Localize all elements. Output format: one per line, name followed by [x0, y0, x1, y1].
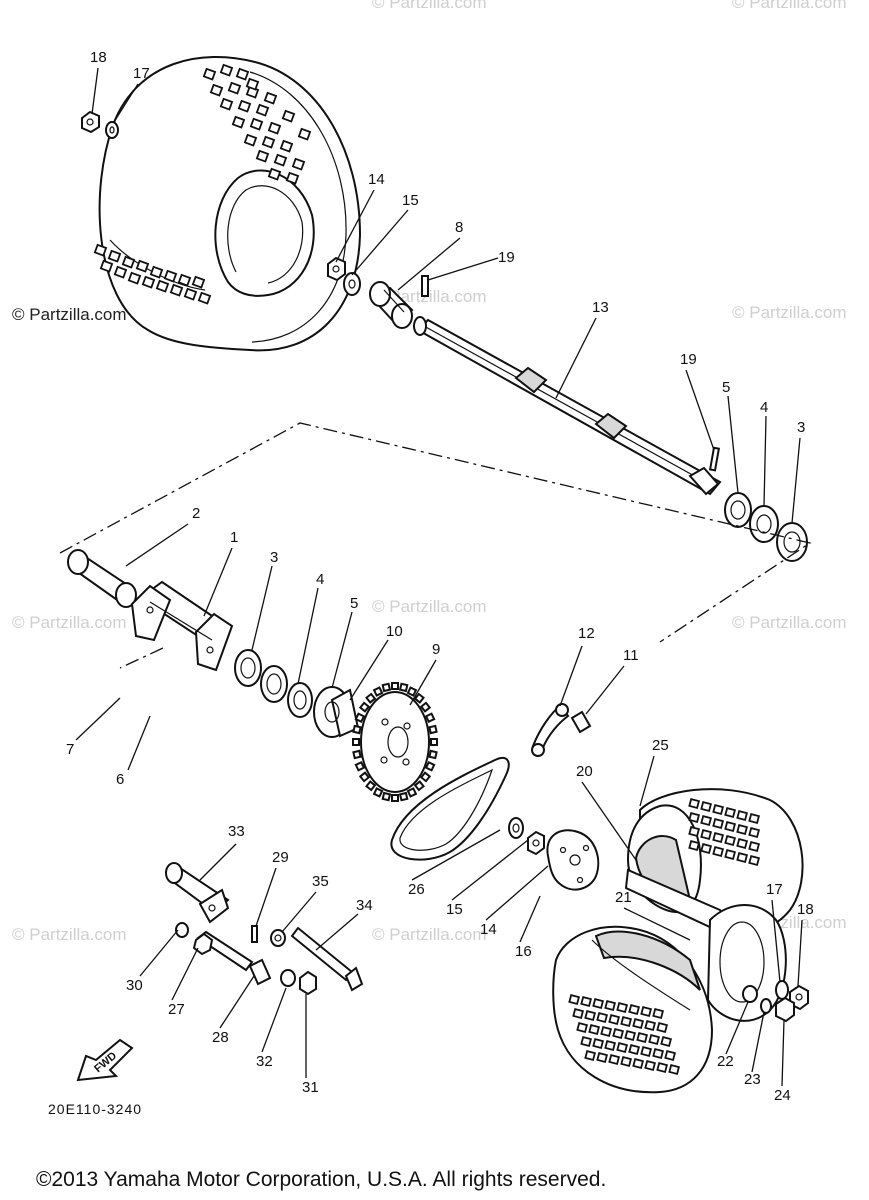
tread-pattern: [93, 63, 312, 305]
nut-15-lower: [508, 817, 524, 839]
callout-label: 17: [766, 881, 783, 898]
washer-17-top: [105, 121, 119, 139]
callout-label: 2: [192, 505, 200, 522]
pin-19-right: [708, 446, 721, 472]
copyright-notice: ©2013 Yamaha Motor Corporation, U.S.A. A…: [36, 1168, 606, 1191]
washer-32: [280, 969, 296, 987]
callout-label: 1: [230, 529, 238, 546]
nut-14-top: [327, 256, 346, 282]
callout-label: 24: [774, 1087, 791, 1104]
callout-label: 13: [592, 299, 609, 316]
callout-label: 31: [302, 1079, 319, 1096]
callout-label: 14: [368, 171, 385, 188]
callout-label: 18: [797, 901, 814, 918]
bearing-set-left: [234, 649, 313, 718]
callout-label: 9: [432, 641, 440, 658]
watermark: © Partzilla.com: [12, 925, 127, 944]
bracket-12: [531, 703, 570, 757]
watermark: © Partzilla.com: [732, 0, 847, 12]
washer-17-lower: [775, 980, 789, 1000]
callout-label: 14: [480, 921, 497, 938]
callout-label: 23: [744, 1071, 761, 1088]
watermark: © Partzilla.com: [12, 613, 127, 632]
callout-label: 19: [680, 351, 697, 368]
watermark: © Partzilla.com: [372, 0, 487, 12]
callout-label: 18: [90, 49, 107, 66]
callout-label: 16: [515, 943, 532, 960]
axle-13: [413, 316, 722, 496]
callout-label: 17: [133, 65, 150, 82]
callout-label: 3: [797, 419, 805, 436]
washer-22: [742, 985, 758, 1003]
nut-14-lower: [527, 830, 545, 856]
diagram-code: 20E110-3240: [48, 1101, 142, 1117]
callout-label: 29: [272, 849, 289, 866]
top-wheel: [93, 56, 362, 352]
watermark-dark: © Partzilla.com: [12, 305, 127, 324]
callout-label: 3: [270, 549, 278, 566]
washer-23: [760, 998, 772, 1014]
callout-label: 10: [386, 623, 403, 640]
callout-labels: 18 17 14 15 8 19 13 19 5 4 3 2 1 3 4 5 1…: [66, 49, 814, 1104]
callout-label: 35: [312, 873, 329, 890]
adjuster-27: [192, 930, 254, 972]
callout-label: 15: [446, 901, 463, 918]
chain-26: [390, 756, 510, 861]
callout-label: 4: [316, 571, 324, 588]
callout-label: 25: [652, 737, 669, 754]
washer-35: [270, 929, 286, 947]
nut-24: [775, 996, 795, 1023]
assembly-outline: [59, 422, 812, 643]
callout-label: 19: [498, 249, 515, 266]
callout-label: 11: [623, 647, 639, 664]
callout-label: 7: [66, 741, 74, 758]
pin-19-top: [421, 275, 429, 297]
callout-label: 27: [168, 1001, 185, 1018]
callout-label: 15: [402, 192, 419, 209]
callout-label: 5: [350, 595, 358, 612]
callout-label: 12: [578, 625, 595, 642]
callout-label: 4: [760, 399, 768, 416]
bolt-28: [248, 958, 272, 986]
watermark: © Partzilla.com: [732, 303, 847, 322]
bolt-34: [290, 926, 364, 992]
watermark-group: © Partzilla.com © Partzilla.com © Partzi…: [12, 0, 847, 944]
callout-label: 6: [116, 771, 124, 788]
washer-15-top: [343, 272, 361, 296]
callout-label: 20: [576, 763, 593, 780]
housing-1: [130, 580, 234, 672]
fwd-arrow: FWD: [76, 1038, 134, 1082]
watermark: © Partzilla.com: [732, 613, 847, 632]
callout-label: 30: [126, 977, 143, 994]
nut-31: [299, 970, 317, 996]
callout-label: 8: [455, 219, 463, 236]
callout-label: 32: [256, 1053, 273, 1070]
pin-29: [251, 925, 258, 943]
leader-lines: [75, 67, 803, 1087]
bearing-set-right: [724, 492, 808, 562]
nut-18-top: [81, 110, 100, 134]
sprocket-9: [352, 682, 438, 802]
callout-label: 34: [356, 897, 373, 914]
callout-label: 5: [722, 379, 730, 396]
callout-label: 21: [615, 889, 632, 906]
sprocket-hub-10: [313, 686, 360, 738]
watermark: © Partzilla.com: [372, 597, 487, 616]
sleeve-2: [67, 549, 137, 608]
washer-30: [175, 922, 189, 938]
collar-8: [369, 281, 414, 329]
sprocket-teeth: [352, 682, 438, 802]
bracket-33: [165, 862, 230, 924]
callout-label: 33: [228, 823, 245, 840]
callout-label: 26: [408, 881, 425, 898]
callout-label: 22: [717, 1053, 734, 1070]
watermark: © Partzilla.com: [372, 925, 487, 944]
assembly-outline-lower: [119, 647, 164, 669]
split-wheel: [552, 788, 804, 1094]
callout-label: 28: [212, 1029, 229, 1046]
tread-pattern: [568, 797, 761, 1076]
bolt-11: [570, 710, 592, 734]
flange-16: [546, 829, 600, 891]
